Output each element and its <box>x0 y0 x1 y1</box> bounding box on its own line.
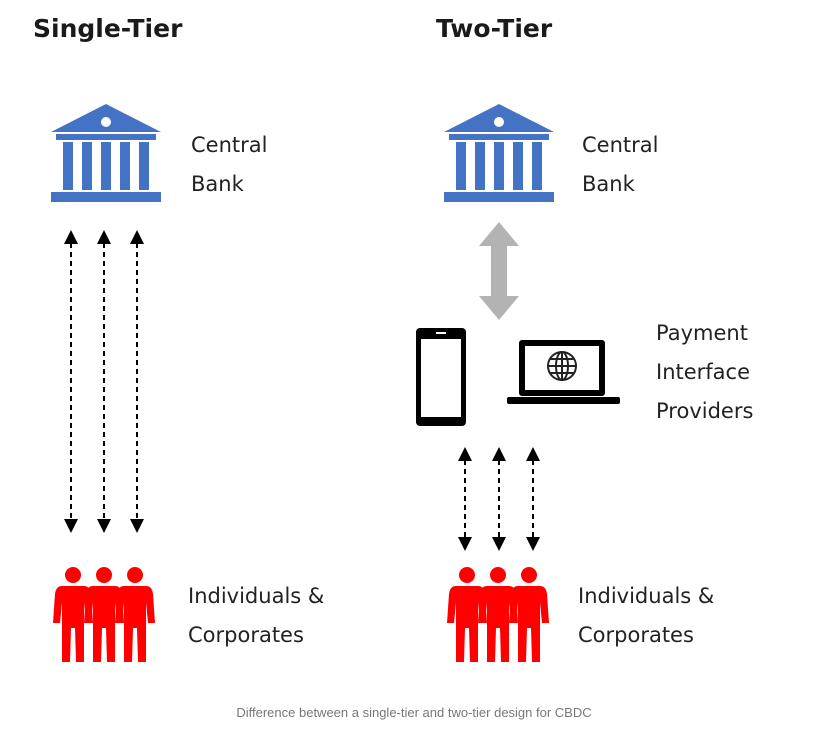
two-tier-central-bank-label: Central Bank <box>582 126 658 204</box>
bank-icon <box>51 104 161 202</box>
single-tier-title: Single-Tier <box>33 14 183 43</box>
label-line: Corporates <box>188 623 304 647</box>
single-tier-arrowheads <box>64 230 144 533</box>
phone-icon <box>416 328 466 426</box>
label-line: Central <box>582 133 659 157</box>
label-line: Central <box>191 133 268 157</box>
label-line: Individuals & <box>578 584 715 608</box>
payment-interface-providers-label: Payment Interface Providers <box>656 314 753 431</box>
two-tier-title: Two-Tier <box>436 14 553 43</box>
label-line: Corporates <box>578 623 694 647</box>
globe-icon <box>547 351 577 381</box>
grey-double-arrow <box>479 222 519 320</box>
two-tier-dashed-arrows <box>464 460 534 538</box>
label-line: Individuals & <box>188 584 325 608</box>
label-line: Providers <box>656 399 754 423</box>
two-tier-individuals-label: Individuals & Corporates <box>578 577 714 655</box>
two-tier-arrowheads <box>458 447 540 551</box>
single-tier-dashed-arrows <box>70 243 138 520</box>
label-line: Bank <box>582 172 635 196</box>
people-icon <box>53 567 155 662</box>
label-line: Payment <box>656 321 748 345</box>
figure-caption: Difference between a single-tier and two… <box>236 705 592 720</box>
label-line: Interface <box>656 360 751 384</box>
label-line: Bank <box>191 172 244 196</box>
bank-icon <box>444 104 554 202</box>
people-icon <box>447 567 549 662</box>
single-tier-individuals-label: Individuals & Corporates <box>188 577 324 655</box>
single-tier-central-bank-label: Central Bank <box>191 126 267 204</box>
